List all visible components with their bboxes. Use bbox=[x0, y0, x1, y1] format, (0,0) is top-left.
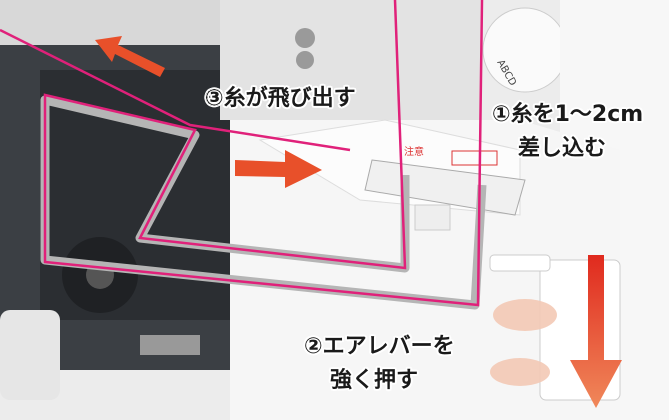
differential-dial bbox=[482, 7, 568, 93]
step1-label-line2: 差し込む bbox=[518, 136, 607, 161]
step1-label-line1: ①糸を1～2cm bbox=[492, 102, 644, 127]
caution-sticker: 注意 bbox=[404, 147, 424, 158]
threads bbox=[0, 0, 484, 307]
step2-label-line2: 強く押す bbox=[330, 368, 419, 393]
arrow-down bbox=[570, 255, 622, 408]
direction-arrows bbox=[95, 36, 622, 408]
arrow-up-left bbox=[95, 36, 165, 77]
tension-screw bbox=[295, 28, 315, 48]
step2-label-line1: ②エアレバーを bbox=[304, 334, 455, 359]
step3-label: ③糸が飛び出す bbox=[205, 86, 356, 111]
arrow-right bbox=[235, 150, 322, 188]
finger bbox=[493, 299, 557, 331]
front-cover bbox=[230, 120, 620, 420]
